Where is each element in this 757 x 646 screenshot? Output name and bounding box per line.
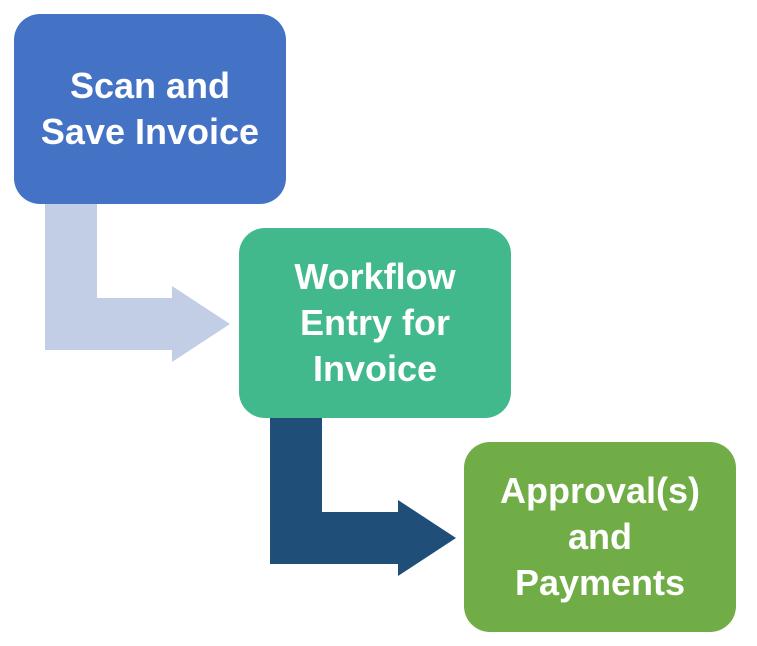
step-label: Workflow Entry for Invoice: [294, 256, 456, 389]
step-approvals-and-payments: Approval(s) and Payments: [464, 442, 736, 632]
step-scan-and-save-invoice: Scan and Save Invoice: [14, 14, 286, 204]
step-workflow-entry-for-invoice: Workflow Entry for Invoice: [239, 228, 511, 418]
bent-arrow-workflow-to-approval: [270, 418, 456, 576]
step-label: Approval(s) and Payments: [499, 470, 701, 603]
bent-arrow-scan-to-workflow: [45, 204, 230, 362]
step-label: Scan and Save Invoice: [40, 65, 260, 152]
